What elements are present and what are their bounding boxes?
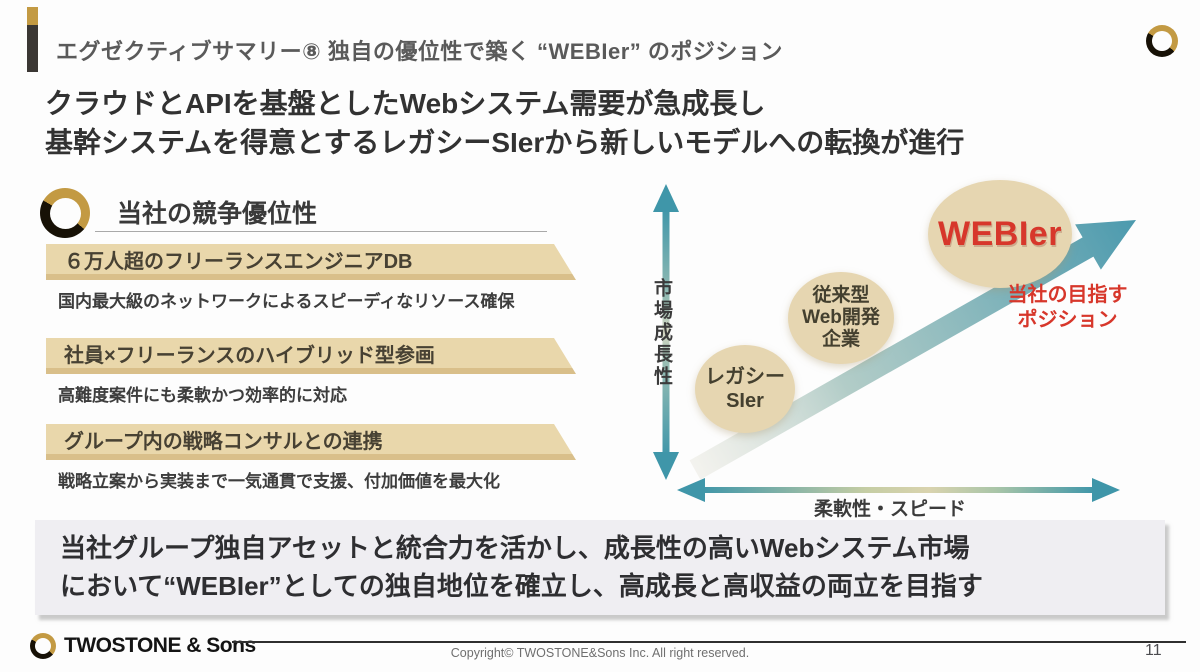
chart-arrows (653, 184, 1136, 502)
bubble-label-line: レガシー (705, 366, 785, 388)
page-title: エグゼクティブサマリー⑧ 独自の優位性で築く “WEBIer” のポジション (56, 39, 783, 64)
bubble-label-line: 企業 (821, 329, 860, 350)
section-ring-icon (40, 188, 90, 238)
section-title: 当社の競争優位性 (117, 200, 318, 228)
target-position-annotation: 当社の目指す ポジション (995, 283, 1140, 333)
footer-brand-name: TWOSTONE & Sons (64, 634, 256, 657)
y-axis-arrowhead-top (653, 184, 679, 212)
bubble-label-line: 従来型 (812, 285, 870, 306)
title-accent-gold (27, 7, 38, 25)
advantage-desc: 戦略立案から実装まで一気通貫で支援、付加価値を最大化 (58, 472, 500, 491)
annotation-line1: 当社の目指す (1007, 284, 1128, 306)
y-axis-arrowhead-bottom (653, 452, 679, 480)
footer-divider (232, 641, 1186, 643)
bubble-label-webier: WEBIer (938, 214, 1062, 253)
x-axis-arrowhead-right (1092, 478, 1120, 502)
footer-brand-ring-icon (30, 633, 56, 659)
page-number: 11 (1145, 642, 1162, 659)
bubble-label-line: Web開発 (802, 307, 880, 328)
trend-arrow (689, 220, 1136, 480)
advantage-item: 社員×フリーランスのハイブリッド型参画 高難度案件にも柔軟かつ効率的に対応 (46, 338, 576, 406)
bubble-webier: WEBIer (928, 180, 1072, 288)
section-underline (95, 231, 547, 232)
advantage-banner: ６万人超のフリーランスエンジニアDB (46, 244, 576, 280)
headline-line2: 基幹システムを得意とするレガシーSIerから新しいモデルへの転換が進行 (45, 127, 965, 158)
footer-logo: TWOSTONE & Sons (30, 633, 256, 659)
y-axis-label: 市場成長性 (651, 278, 672, 388)
footer-copyright: Copyright© TWOSTONE&Sons Inc. All right … (450, 646, 750, 660)
bubble-traditional-web: 従来型 Web開発 企業 (788, 272, 894, 364)
summary-box: 当社グループ独自アセットと統合力を活かし、成長性の高いWebシステム市場 におい… (35, 520, 1165, 615)
brand-ring-icon (1146, 25, 1178, 57)
bubble-legacy-sier: レガシー SIer (695, 345, 795, 433)
advantage-item: ６万人超のフリーランスエンジニアDB 国内最大級のネットワークによるスピーディな… (46, 244, 576, 312)
positioning-chart: レガシー SIer 従来型 Web開発 企業 WEBIer 市場成長性 柔軟性・… (620, 170, 1180, 520)
advantage-desc: 高難度案件にも柔軟かつ効率的に対応 (58, 386, 347, 405)
advantage-banner: グループ内の戦略コンサルとの連携 (46, 424, 576, 460)
headline-line1: クラウドとAPIを基盤としたWebシステム需要が急成長し (45, 88, 766, 119)
advantage-desc: 国内最大級のネットワークによるスピーディなリソース確保 (58, 292, 515, 311)
x-axis-arrowhead-left (677, 478, 705, 502)
x-axis-label: 柔軟性・スピード (813, 499, 966, 520)
title-accent-bar (27, 7, 38, 72)
advantage-item: グループ内の戦略コンサルとの連携 戦略立案から実装まで一気通貫で支援、付加価値を… (46, 424, 576, 492)
summary-line1: 当社グループ独自アセットと統合力を活かし、成長性の高いWebシステム市場 (60, 533, 970, 563)
annotation-line2: ポジション (1017, 309, 1118, 331)
bubble-label-line: SIer (726, 390, 764, 412)
title-accent-dark (27, 25, 38, 72)
advantage-banner: 社員×フリーランスのハイブリッド型参画 (46, 338, 576, 374)
headline: クラウドとAPIを基盤としたWebシステム需要が急成長し 基幹システムを得意とす… (45, 84, 964, 162)
summary-line2: において“WEBIer”としての独自地位を確立し、高成長と高収益の両立を目指す (60, 571, 983, 601)
